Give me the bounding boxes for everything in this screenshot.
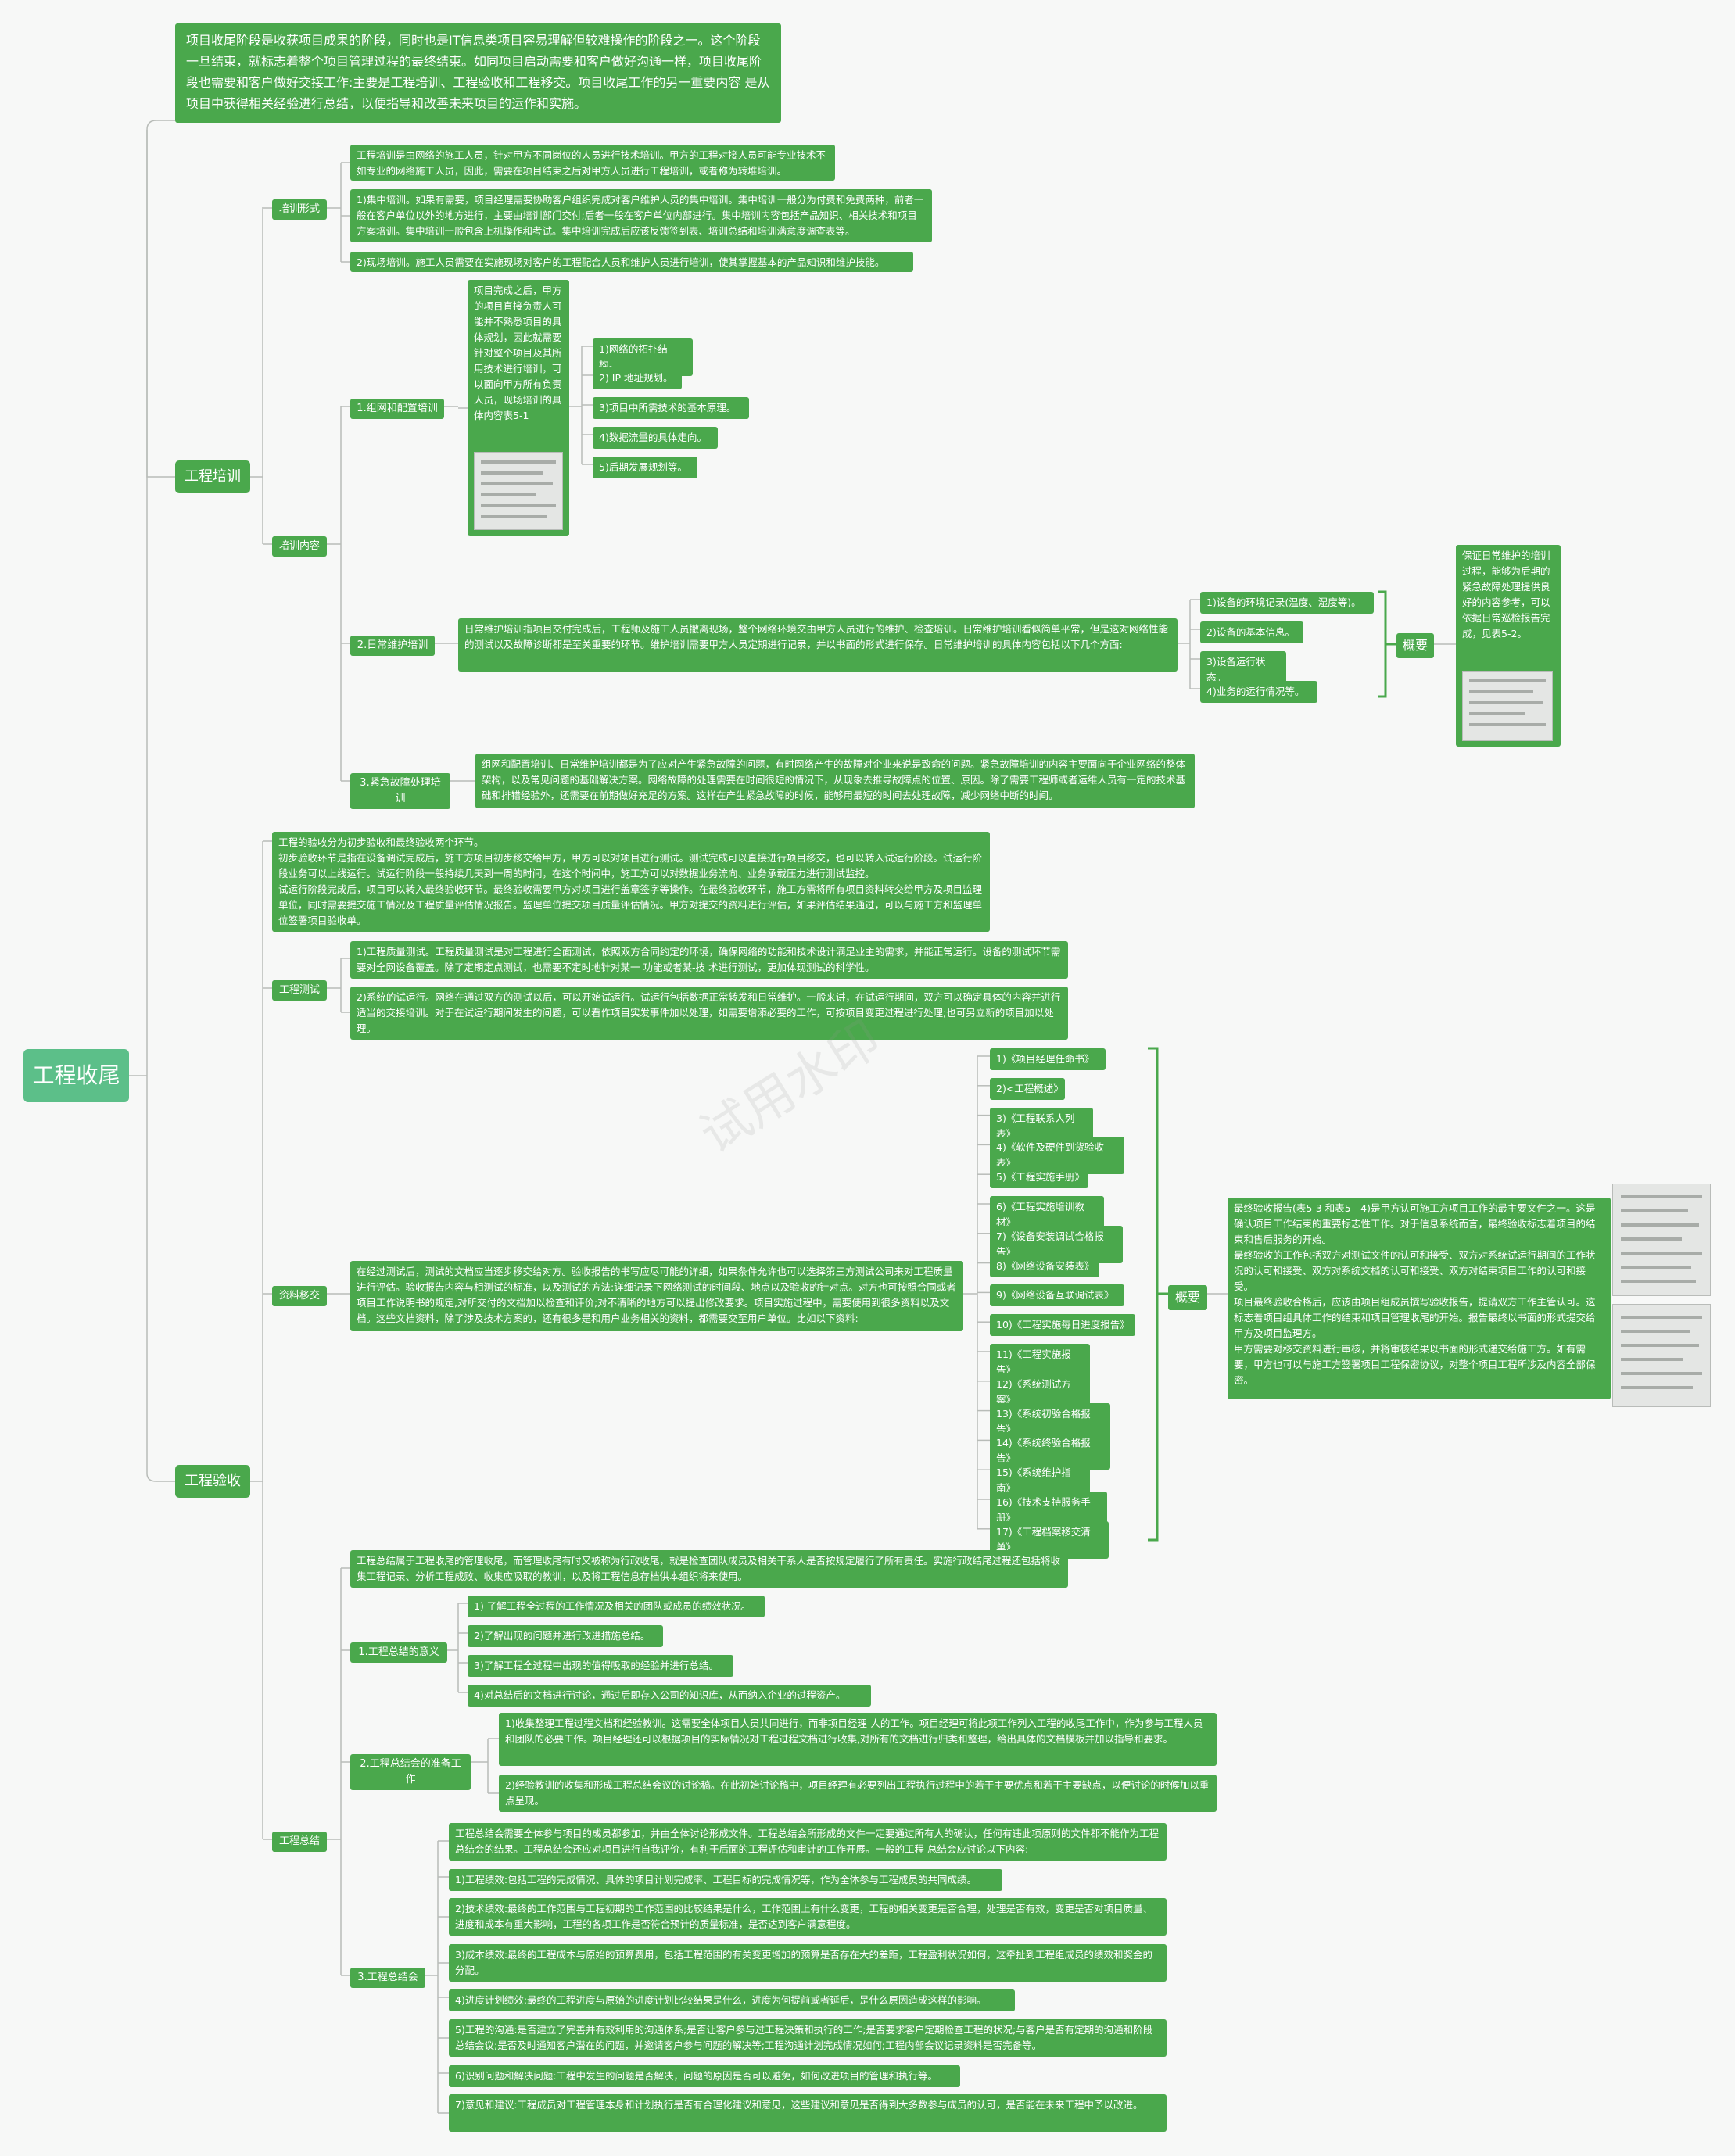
summary-meeting-label[interactable]: 3.工程总结会 — [350, 1968, 425, 1988]
connector-line — [327, 406, 341, 781]
connector-line — [327, 1568, 341, 1975]
network-item[interactable]: 4)数据流量的具体走向。 — [593, 427, 718, 449]
connector-line — [327, 958, 341, 1012]
meeting-item[interactable]: 1)工程绩效:包括工程的完成情况、具体的项目计划完成率、工程目标的完成情况等，作… — [449, 1869, 1002, 1891]
connector-line — [1178, 600, 1190, 689]
prep-item[interactable]: 1)收集整理工程过程文档和经验教训。这需要全体项目人员共同进行，而非项目经理-人… — [499, 1713, 1217, 1766]
connector-line — [147, 130, 175, 477]
test-item[interactable]: 2)系统的试运行。网络在通过双方的测试以后，可以开始试运行。试运行包括数据正常转… — [350, 987, 1068, 1040]
table-5-2-thumbnail — [1462, 671, 1553, 741]
connector-line — [447, 1603, 458, 1692]
intro-node[interactable]: 项目收尾阶段是收获项目成果的阶段，同时也是IT信息类项目容易理解但较难操作的阶段… — [175, 23, 781, 123]
meeting-item[interactable]: 3)成本绩效:最终的工程成本与原始的预算费用，包括工程范围的有关变更增加的预算是… — [449, 1944, 1167, 1982]
training-form-item[interactable]: 工程培训是由网络的施工人员，针对甲方不同岗位的人员进行技术培训。甲方的工程对接人… — [350, 145, 835, 181]
table-5-1-thumbnail — [474, 452, 563, 530]
connector-line — [263, 208, 272, 544]
meaning-item[interactable]: 1) 了解工程全过程的工作情况及相关的团队或成员的绩效状况。 — [468, 1596, 765, 1617]
summary-bracket — [1378, 592, 1396, 697]
handover-doc-item[interactable]: 8)《网络设备安装表》 — [990, 1255, 1099, 1277]
table-5-3-thumbnail — [1612, 1184, 1711, 1296]
daily-training-label[interactable]: 2.日常维护培训 — [350, 636, 435, 656]
summary-prep-label[interactable]: 2.工程总结会的准备工作 — [350, 1754, 471, 1790]
network-training-text: 项目完成之后，甲方的项目直接负责人可能并不熟悉项目的具体规划，因此就需要针对整个… — [474, 283, 563, 424]
meeting-item[interactable]: 6)识别问题和解决问题:工程中发生的问题是否解决，问题的原因是否可以避免，如何改… — [449, 2065, 960, 2087]
acceptance-summary-desc[interactable]: 最终验收报告(表5-3 和表5 - 4)是甲方认可施工方项目工作的最主要文件之一… — [1228, 1198, 1611, 1399]
emergency-training-desc[interactable]: 组网和配置培训、日常维护培训都是为了应对产生紧急故障的问题，有时网络产生的故障对… — [475, 754, 1195, 808]
acceptance-intro[interactable]: 工程的验收分为初步验收和最终验收两个环节。 初步验收环节是指在设备调试完成后，施… — [272, 832, 990, 932]
summary-meaning-label[interactable]: 1.工程总结的意义 — [350, 1642, 447, 1663]
training-form-label[interactable]: 培训形式 — [272, 199, 327, 220]
connector-line — [471, 1739, 488, 1793]
acceptance-branch[interactable]: 工程验收 — [175, 1465, 250, 1498]
daily-item[interactable]: 1)设备的环境记录(温度、湿度等)。 — [1200, 592, 1374, 614]
meeting-item[interactable]: 7)意见和建议:工程成员对工程管理本身和计划执行是否有合理化建议和意见，这些建议… — [449, 2094, 1167, 2132]
handover-desc[interactable]: 在经过测试后，测试的文档应当逐步移交给对方。验收报告的书写应尽可能的详细，如果条… — [350, 1261, 963, 1331]
network-item[interactable]: 5)后期发展规划等。 — [593, 457, 697, 478]
handover-doc-item[interactable]: 9)《网络设备互联调试表》 — [990, 1284, 1124, 1306]
connector-line — [444, 406, 468, 408]
training-form-item[interactable]: 2)现场培训。施工人员需要在实施现场对客户的工程配合人员和维护人员进行培训，使其… — [350, 252, 913, 272]
connector-line — [569, 346, 582, 464]
meeting-item[interactable]: 4)进度计划绩效:最终的工程进度与原始的进度计划比较结果是什么，进度为何提前或者… — [449, 1989, 1015, 2011]
connector-line — [327, 163, 341, 262]
meaning-item[interactable]: 4)对总结后的文档进行讨论，通过后即存入公司的知识库，从而纳入企业的过程资产。 — [468, 1685, 871, 1707]
connector-line — [425, 1841, 438, 2113]
daily-summary-label[interactable]: 概要 — [1396, 633, 1434, 658]
network-training-label[interactable]: 1.组网和配置培训 — [350, 399, 444, 419]
meeting-item[interactable]: 2)技术绩效:最终的工作范围与工程初期的工作范围的比较结果是什么，工作范围上有什… — [449, 1898, 1167, 1936]
docs-bracket — [1148, 1048, 1168, 1540]
training-branch[interactable]: 工程培训 — [175, 460, 250, 493]
handover-label[interactable]: 资料移交 — [272, 1286, 327, 1306]
daily-item[interactable]: 4)业务的运行情况等。 — [1200, 681, 1317, 703]
engineering-test-label[interactable]: 工程测试 — [272, 980, 327, 1001]
prep-item[interactable]: 2)经验教训的收集和形成工程总结会议的讨论稿。在此初始讨论稿中，项目经理有必要列… — [499, 1775, 1217, 1812]
network-item[interactable]: 3)项目中所需技术的基本原理。 — [593, 397, 749, 419]
handover-doc-item[interactable]: 10)《工程实施每日进度报告》 — [990, 1314, 1135, 1336]
daily-item[interactable]: 2)设备的基本信息。 — [1200, 621, 1303, 643]
training-content-label[interactable]: 培训内容 — [272, 536, 327, 557]
meaning-item[interactable]: 3)了解工程全过程中出现的值得吸取的经验并进行总结。 — [468, 1655, 733, 1677]
daily-summary-text: 保证日常维护的培训过程，能够为后期的紧急故障处理提供良好的内容参考，可以依据日常… — [1462, 548, 1554, 642]
summary-intro[interactable]: 工程总结属于工程收尾的管理收尾，而管理收尾有时又被称为行政收尾，就是检查团队成员… — [350, 1550, 1068, 1588]
daily-training-desc[interactable]: 日常维护培训指项目交付完成后，工程师及施工人员撤离现场，整个网络环境交由甲方人员… — [458, 618, 1178, 672]
connector-line — [963, 1056, 977, 1529]
handover-doc-item[interactable]: 5)《工程实施手册》 — [990, 1166, 1088, 1188]
meaning-item[interactable]: 2)了解出现的问题并进行改进措施总结。 — [468, 1625, 663, 1647]
training-form-item[interactable]: 1)集中培训。如果有需要，项目经理需要协助客户组织完成对客户维护人员的集中培训。… — [350, 189, 932, 242]
meeting-intro[interactable]: 工程总结会需要全体参与项目的成员都参加，并由全体讨论形成文件。工程总结会所形成的… — [449, 1823, 1167, 1861]
connector-line — [147, 1076, 175, 1481]
connector-line — [147, 120, 175, 1076]
root-node[interactable]: 工程收尾 — [23, 1049, 129, 1102]
handover-doc-item[interactable]: 1)《项目经理任命书》 — [990, 1048, 1106, 1070]
acceptance-summary-label[interactable]: 概要 — [1168, 1285, 1207, 1310]
table-5-4-thumbnail — [1612, 1304, 1711, 1407]
test-item[interactable]: 1)工程质量测试。工程质量测试是对工程进行全面测试，依照双方合同约定的环境，确保… — [350, 941, 1068, 979]
summary-branch-label[interactable]: 工程总结 — [272, 1832, 327, 1852]
network-item[interactable]: 2) IP 地址规划。 — [593, 367, 682, 389]
emergency-training-label[interactable]: 3.紧急故障处理培训 — [350, 773, 450, 809]
meeting-item[interactable]: 5)工程的沟通:是否建立了完善并有效利用的沟通体系;是否让客户参与过工程决策和执… — [449, 2019, 1167, 2057]
handover-doc-item[interactable]: 2)<工程概述》 — [990, 1078, 1065, 1100]
